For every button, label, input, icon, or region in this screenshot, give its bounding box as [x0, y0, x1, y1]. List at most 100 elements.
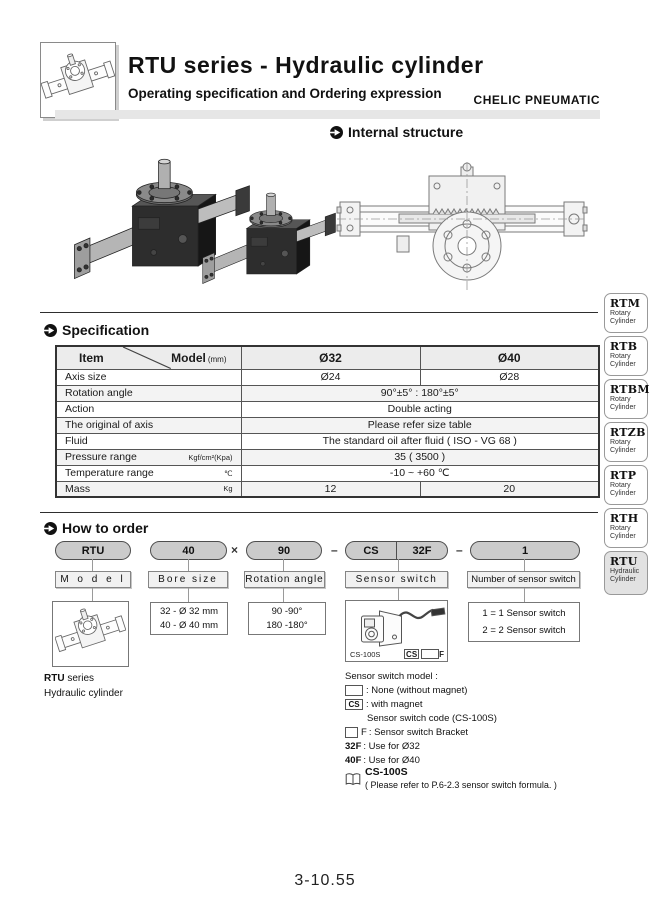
row-value: The standard oil after fluid ( ISO - VG …: [240, 432, 600, 450]
row-value: Ø24: [240, 368, 421, 386]
number-option: 1 = 1 Sensor switch: [482, 608, 566, 619]
row-value: -10 ~ +60 ℃: [240, 464, 600, 482]
play-icon: [44, 324, 57, 337]
sidebar-tab-rtm[interactable]: RTM Rotary Cylinder: [604, 293, 648, 333]
table-row: Temperature range ℃ -10 ~ +60 ℃: [55, 464, 600, 482]
internal-structure-heading: Internal structure: [330, 124, 463, 140]
spec-corner-cell: Item Model(mm): [55, 345, 242, 370]
corner-model-label: Model: [171, 350, 206, 365]
connector-line: [398, 588, 399, 600]
row-item-unit: Kgf/cm²(Kpa): [188, 452, 233, 462]
sidebar-tab-rtbm[interactable]: RTBM Rotary Cylinder: [604, 379, 650, 419]
connector-line: [92, 588, 93, 601]
f-tag: F: [439, 649, 444, 659]
sidebar-tab-rtb[interactable]: RTB Rotary Cylinder: [604, 336, 648, 376]
rotation-option: 90 -90°: [271, 605, 303, 617]
number-option: 2 = 2 Sensor switch: [482, 625, 566, 636]
model-caption: RTU series Hydraulic cylinder: [44, 671, 123, 701]
blank-checkbox-icon: [345, 727, 358, 738]
label-sensor-switch: Sensor switch: [345, 571, 448, 588]
rotation-options-box: 90 -90° 180 -180°: [248, 602, 326, 635]
bore-option: 40 - Ø 40 mm: [159, 619, 219, 631]
row-item-unit: Kg: [223, 484, 233, 494]
header-divider-band: [55, 110, 600, 119]
order-code-sensor-bracket: 32F: [396, 542, 447, 559]
number-options-box: 1 = 1 Sensor switch 2 = 2 Sensor switch: [468, 602, 580, 642]
order-code-rotation: 90: [246, 541, 322, 560]
row-value: 20: [419, 480, 600, 498]
row-value: 35 ( 3500 ): [240, 448, 600, 466]
how-to-order-heading: How to order: [44, 520, 148, 536]
reference-block: CS-100S ( Please refer to P.6-2.3 sensor…: [345, 766, 557, 790]
row-value: Double acting: [240, 400, 600, 418]
table-row: Rotation angle 90°±5° : 180°±5°: [55, 384, 600, 402]
table-row: Pressure range Kgf/cm²(Kpa) 35 ( 3500 ): [55, 448, 600, 466]
label-model: M o d e l: [55, 571, 131, 588]
reference-note: ( Please refer to P.6-2.3 sensor switch …: [365, 780, 557, 790]
connector-line: [398, 559, 399, 572]
sensor-switch-notes: Sensor switch model : : None (without ma…: [345, 670, 590, 767]
label-bore-size: Bore size: [148, 571, 228, 588]
table-row: Mass Kg 12 20: [55, 480, 600, 498]
connector-line: [524, 559, 525, 572]
label-rotation-angle: Rotation angle: [244, 571, 325, 588]
note-f32: : Use for Ø32: [363, 741, 420, 752]
row-item-unit: ℃: [224, 468, 233, 478]
sidebar-tab-rtu-active[interactable]: RTU Hydraulic Cylinder: [604, 551, 648, 595]
row-item-label: Temperature range: [65, 467, 154, 479]
internal-structure-cross-section: [336, 162, 588, 292]
order-code-sensor-cs: CS: [363, 544, 379, 557]
reference-title: CS-100S: [365, 766, 408, 778]
separator-dash: –: [331, 543, 338, 557]
connector-line: [283, 559, 284, 572]
spec-header-row: Item Model(mm) Ø32 Ø40: [55, 345, 600, 370]
note-none: : None (without magnet): [366, 685, 468, 696]
sensor-image-box: CS-100S CS F: [345, 600, 448, 662]
sensor-model-label: CS-100S: [350, 650, 381, 659]
model-caption-type: Hydraulic cylinder: [44, 688, 123, 699]
row-item-label: Mass: [65, 482, 91, 495]
model-caption-series: series: [64, 673, 95, 684]
connector-line: [283, 588, 284, 602]
internal-structure-title: Internal structure: [348, 124, 464, 140]
sidebar-tab-rtp[interactable]: RTP Rotary Cylinder: [604, 465, 648, 505]
f32-code: 32F: [345, 741, 362, 752]
separator-times: ×: [231, 543, 239, 557]
table-row: Axis size Ø24 Ø28: [55, 368, 600, 386]
cylinder-line-drawing-icon: [41, 43, 115, 117]
connector-line: [188, 559, 189, 572]
page-title: RTU series - Hydraulic cylinder: [128, 52, 484, 78]
order-code-sensor: CS 32F: [345, 541, 448, 560]
sidebar-tab-rtzb[interactable]: RTZB Rotary Cylinder: [604, 422, 648, 462]
label-number-of-sensor-switch: Number of sensor switch: [467, 571, 580, 588]
open-book-icon: [345, 772, 361, 787]
note-f40: : Use for Ø40: [363, 755, 420, 766]
page-subtitle: Operating specification and Ordering exp…: [128, 86, 442, 101]
row-value: 12: [240, 480, 421, 498]
order-code-number: 1: [470, 541, 580, 560]
how-to-order-title: How to order: [62, 520, 149, 536]
order-code-model: RTU: [55, 541, 131, 560]
spec-col-d32: Ø32: [240, 345, 421, 370]
cs-tag-box: CS: [404, 649, 420, 659]
product-logo: [40, 42, 116, 118]
brand-wordmark: CHELIC PNEUMATIC: [473, 93, 600, 107]
connector-line: [524, 588, 525, 602]
play-icon: [330, 126, 343, 139]
note-cs: : with magnet: [366, 699, 423, 710]
page-number: 3-10.55: [294, 872, 356, 889]
row-item-label: Rotation angle: [65, 387, 133, 399]
connector-line: [92, 559, 93, 572]
section-rule: [40, 312, 598, 313]
row-item-label: Pressure range: [65, 451, 137, 463]
specification-heading: Specification: [44, 322, 149, 338]
sidebar-tab-rth[interactable]: RTH Rotary Cylinder: [604, 508, 648, 548]
cs-code-box: CS: [345, 699, 363, 710]
blank-tag-box: [421, 649, 440, 659]
row-value: Ø28: [419, 368, 600, 386]
row-value: 90°±5° : 180°±5°: [240, 384, 600, 402]
row-value: Please refer size table: [240, 416, 600, 434]
sensor-code-tags: CS F: [404, 649, 444, 659]
bracket-code: F: [361, 727, 367, 738]
table-row: The original of axis Please refer size t…: [55, 416, 600, 434]
